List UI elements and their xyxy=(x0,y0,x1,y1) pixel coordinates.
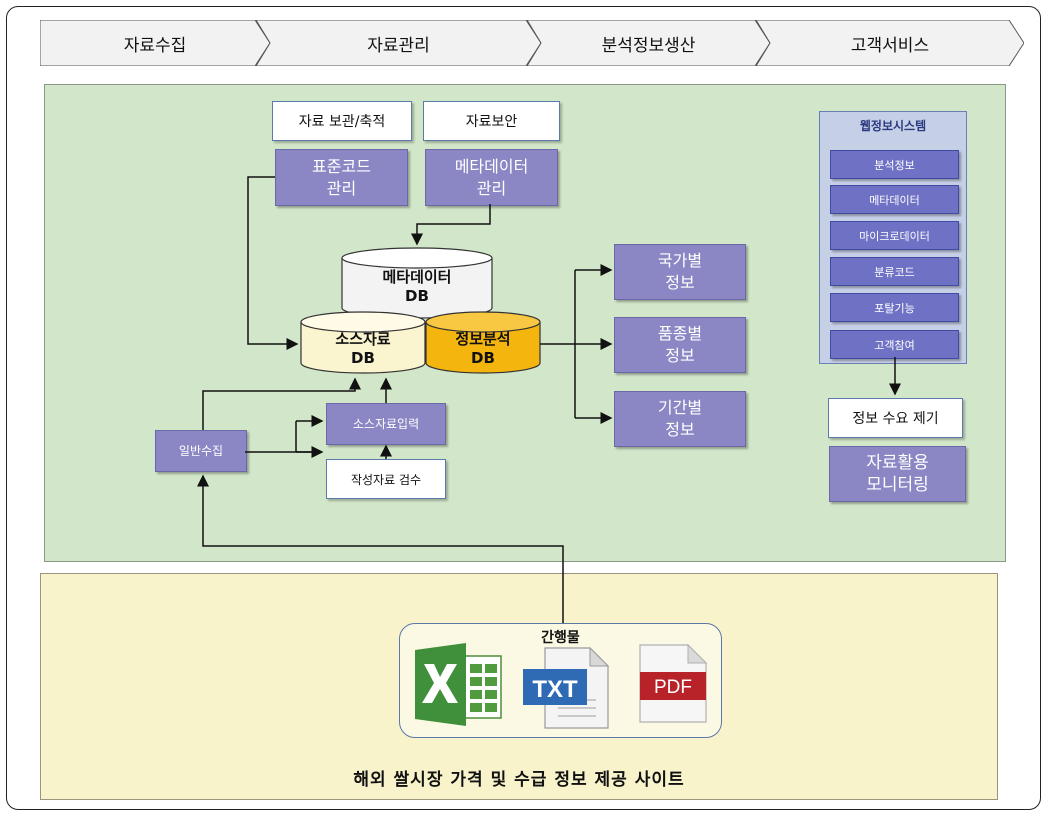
pdf-icon: PDF xyxy=(639,643,708,723)
standard-code-box: 표준코드 관리 xyxy=(275,149,408,206)
publications-title: 간행물 xyxy=(541,630,580,646)
demand-feedback-label: 정보 수요 제기 xyxy=(852,411,939,427)
stage-data-management: 자료관리 xyxy=(256,20,541,66)
web-item-label: 분류코드 xyxy=(874,265,915,279)
web-item-label: 메타데이터 xyxy=(869,193,920,207)
output-country-line2: 정보 xyxy=(665,273,695,292)
web-item-label: 포탈기능 xyxy=(874,301,915,315)
metadata-mgmt-line2: 관리 xyxy=(476,178,507,198)
monitoring-line2: 모니터링 xyxy=(866,475,929,495)
general-collection-box: 일반수집 xyxy=(155,430,247,472)
output-by-period: 기간별 정보 xyxy=(614,391,746,447)
txt-label: TXT xyxy=(532,676,578,703)
archive-box: 자료 보관/축적 xyxy=(272,101,412,141)
metadata-db-line2: DB xyxy=(405,287,429,305)
stage-label: 분석정보생산 xyxy=(601,35,696,56)
web-item-classification-code: 분류코드 xyxy=(830,257,959,286)
web-item-label: 고객참여 xyxy=(874,338,915,352)
stage-customer-service: 고객서비스 xyxy=(756,20,1024,66)
archive-label: 자료 보관/축적 xyxy=(298,114,386,130)
standard-code-line1: 표준코드 xyxy=(312,156,371,176)
web-item-portal: 포탈기능 xyxy=(830,293,959,322)
web-item-microdata: 마이크로데이터 xyxy=(830,221,959,250)
analysis-db-cylinder xyxy=(425,311,541,374)
monitoring-line1: 자료활용 xyxy=(866,453,929,473)
security-box: 자료보안 xyxy=(423,101,560,141)
pdf-label: PDF xyxy=(654,677,692,698)
general-collection-label: 일반수집 xyxy=(178,444,224,458)
monitoring-box: 자료활용 모니터링 xyxy=(829,446,966,502)
metadata-db-label: 메타데이터 DB xyxy=(342,268,492,306)
source-db-cylinder xyxy=(300,311,426,374)
outer-frame xyxy=(6,6,1041,810)
metadata-management-box: 메타데이터 관리 xyxy=(425,149,558,206)
metadata-mgmt-line1: 메타데이터 xyxy=(454,156,529,176)
source-input-label: 소스자료입력 xyxy=(352,417,420,431)
metadata-db-line1: 메타데이터 xyxy=(382,268,452,286)
metadata-db-cylinder xyxy=(341,247,493,319)
analysis-db-line2: DB xyxy=(471,349,495,367)
source-db-line2: DB xyxy=(351,349,375,367)
stage-label: 자료관리 xyxy=(367,35,430,56)
analysis-db-label: 정보분석 DB xyxy=(426,330,540,368)
security-label: 자료보안 xyxy=(465,114,518,130)
site-title: 해외 쌀시장 가격 및 수급 정보 제공 사이트 xyxy=(353,770,685,790)
web-item-label: 분석정보 xyxy=(874,158,915,172)
standard-code-line2: 관리 xyxy=(326,178,357,198)
output-country-line1: 국가별 xyxy=(657,251,703,270)
txt-icon: TXT xyxy=(523,646,610,729)
stage-label: 고객서비스 xyxy=(850,35,930,56)
stage-analysis-production: 분석정보생산 xyxy=(527,20,770,66)
web-item-analysis: 분석정보 xyxy=(830,150,959,179)
output-period-line2: 정보 xyxy=(665,420,695,439)
source-db-label: 소스자료 DB xyxy=(301,330,425,368)
excel-icon xyxy=(415,643,502,726)
analysis-db-line1: 정보분석 xyxy=(455,330,511,348)
demand-feedback-box: 정보 수요 제기 xyxy=(828,398,963,438)
source-db-line1: 소스자료 xyxy=(335,330,391,348)
output-period-line1: 기간별 xyxy=(657,398,703,417)
output-by-country: 국가별 정보 xyxy=(614,244,746,300)
stage-data-collection: 자료수집 xyxy=(40,20,270,66)
web-item-metadata: 메타데이터 xyxy=(830,185,959,214)
output-by-variety: 품종별 정보 xyxy=(614,317,746,373)
web-item-label: 마이크로데이터 xyxy=(859,229,930,243)
stage-label: 자료수집 xyxy=(123,35,187,56)
output-variety-line1: 품종별 xyxy=(657,324,703,343)
web-system-title: 웹정보시스템 xyxy=(859,119,927,133)
output-variety-line2: 정보 xyxy=(665,346,695,365)
